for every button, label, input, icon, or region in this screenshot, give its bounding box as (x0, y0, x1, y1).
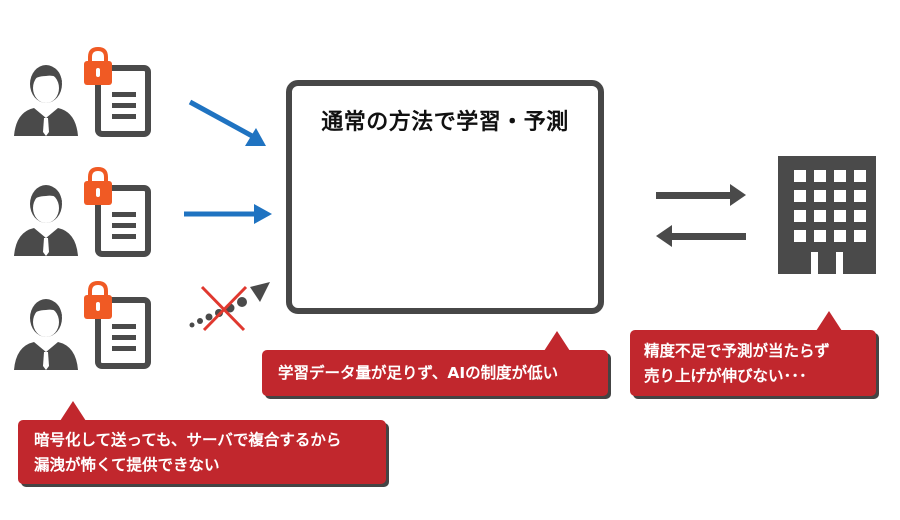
callout-prediction: 精度不足で予測が当たらず 売り上げが伸びない･･･ (630, 311, 876, 396)
user-group-2 (14, 167, 148, 256)
callout-text-line-1: 精度不足で予測が当たらず (644, 342, 830, 360)
lock-icon (82, 47, 114, 87)
building-icon (778, 156, 876, 274)
callout-text: 学習データ量が足りず、AIの制度が低い (278, 364, 559, 382)
learning-panel: 通常の方法で学習・予測 (286, 80, 604, 314)
exchange-arrows-icon (656, 184, 746, 247)
callout-pointer (816, 311, 842, 331)
user-group-3 (14, 281, 148, 370)
data-arrow-1 (188, 99, 266, 146)
callout-text-line-2: 漏洩が怖くて提供できない (34, 456, 220, 474)
person-icon (14, 185, 78, 256)
callout-text-line-2: 売り上げが伸びない･･･ (644, 367, 807, 385)
callout-pointer (60, 401, 86, 421)
user-group-1 (14, 47, 148, 136)
lock-icon (82, 167, 114, 207)
callout-pointer (544, 331, 570, 351)
data-arrow-2 (184, 204, 272, 224)
lock-icon (82, 281, 114, 321)
callout-text-line-1: 暗号化して送っても、サーバで複合するから (34, 431, 342, 449)
callout-ai-accuracy: 学習データ量が足りず、AIの制度が低い (262, 331, 608, 396)
panel-title: 通常の方法で学習・予測 (321, 110, 569, 135)
callout-encryption: 暗号化して送っても、サーバで複合するから 漏洩が怖くて提供できない (18, 401, 386, 484)
cross-icon (200, 285, 248, 332)
person-icon (14, 299, 78, 370)
person-icon (14, 65, 78, 136)
blocked-data-arrow (189, 282, 270, 332)
